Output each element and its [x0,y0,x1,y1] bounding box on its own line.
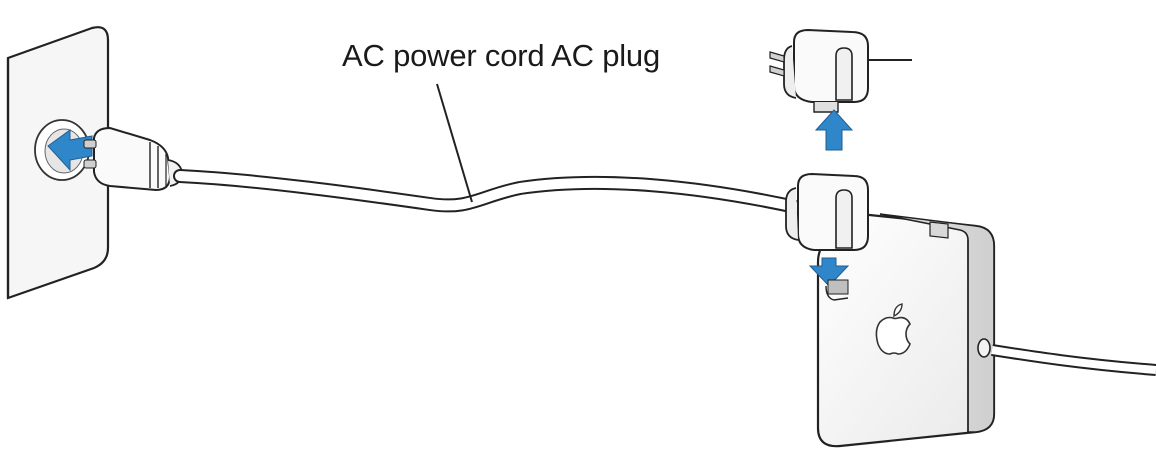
cord-caption-label: AC power cord AC plug [342,38,661,73]
ac-plug-head [83,126,183,192]
remove-arrow-up [814,109,854,151]
ac-power-cord [173,169,807,215]
dc-output-cable [977,338,1156,376]
cord-leader-line [436,83,473,203]
attached-ac-plug [785,172,869,251]
apple-logo-icon [875,303,911,355]
insert-arrow-down [808,257,850,301]
detached-ac-plug [769,28,869,113]
